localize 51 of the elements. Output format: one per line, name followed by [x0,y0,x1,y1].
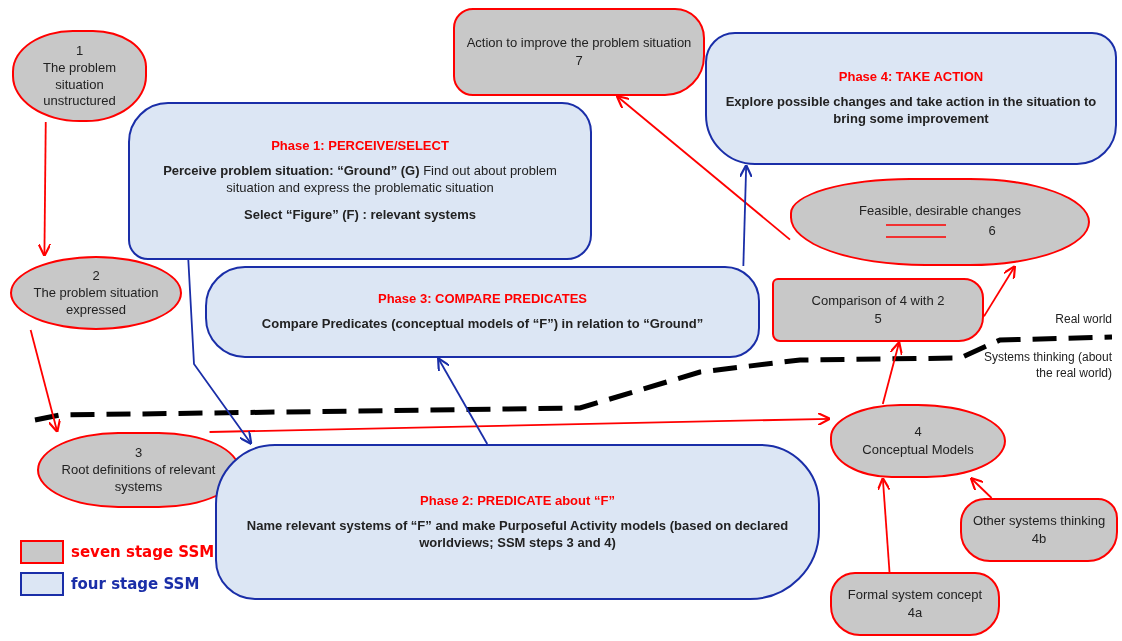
stage-text: 2 [92,268,100,285]
stage-text: Feasible, desirable changes [859,203,1021,220]
stage-text: Action to improve the problem situation [466,35,692,52]
stage-text: Conceptual Models [862,441,974,458]
stage-text: 4b [1031,530,1047,547]
arrow [969,476,993,499]
stage-text: 7 [575,52,583,69]
phase-description: Name relevant systems of “F” and make Purposeful Activity models (based on declared worldviews; SSM steps 3 and 4) [245,517,790,552]
stage-text: Other systems thinking [972,513,1106,530]
stage-cloud [453,8,705,96]
region-label: Systems thinking (about the real world) [982,350,1112,382]
stage-cloud [772,278,984,342]
arrow [187,259,253,446]
stage-text: 1 [75,43,84,60]
stage-cloud [960,498,1118,562]
stage-text: 3 [134,445,143,462]
arrow [876,476,891,573]
stage-text: Comparison of 4 with 2 [811,293,945,310]
arrow [615,94,791,241]
phase-heading: Phase 1: PERCEIVE/SELECT [271,138,449,154]
phase-description: Compare Predicates (conceptual models of “F”) in relation to “Ground” [261,316,704,333]
phase-cloud [205,266,760,358]
stage-text: The problem situation unstructured [42,60,117,109]
arrow [437,356,489,445]
stage-cloud [12,30,147,122]
arrow [208,412,832,433]
stage-number: 6 [988,222,996,239]
stage-text: 4a [907,604,923,621]
arrow [738,163,753,267]
stage-text: 4 [914,424,922,441]
stage-text: The problem situation expressed [32,285,160,318]
stage-text: Root definitions of relevant systems [60,462,217,495]
phase-description: Perceive problem situation: “Ground” (G) Find out about problem situation and express the problematic situation [162,163,558,197]
arrow [29,329,62,434]
phase-heading: Phase 4: TAKE ACTION [838,69,984,85]
phase-description: Explore possible changes and take action in the situation to bring some improvement [724,94,1098,128]
legend-label: seven stage SSM [71,543,215,561]
phase-heading: Phase 3: COMPARE PREDICATES [378,291,587,307]
arrow [37,121,52,258]
phase-heading: Phase 2: PREDICATE about “F” [420,492,615,508]
stage-text: Formal system concept [847,587,983,604]
phase-cloud [128,102,592,260]
stage-cloud [830,572,1000,636]
stage-text: 5 [874,310,882,327]
legend-label: four stage SSM [71,575,200,593]
arrow [881,340,903,405]
arrow [983,264,1017,318]
phase-cloud [215,444,820,600]
region-label: Real world [1054,312,1112,328]
phase-description: Select “Figure” (F) : relevant systems [244,206,476,224]
phase-cloud [705,32,1117,165]
